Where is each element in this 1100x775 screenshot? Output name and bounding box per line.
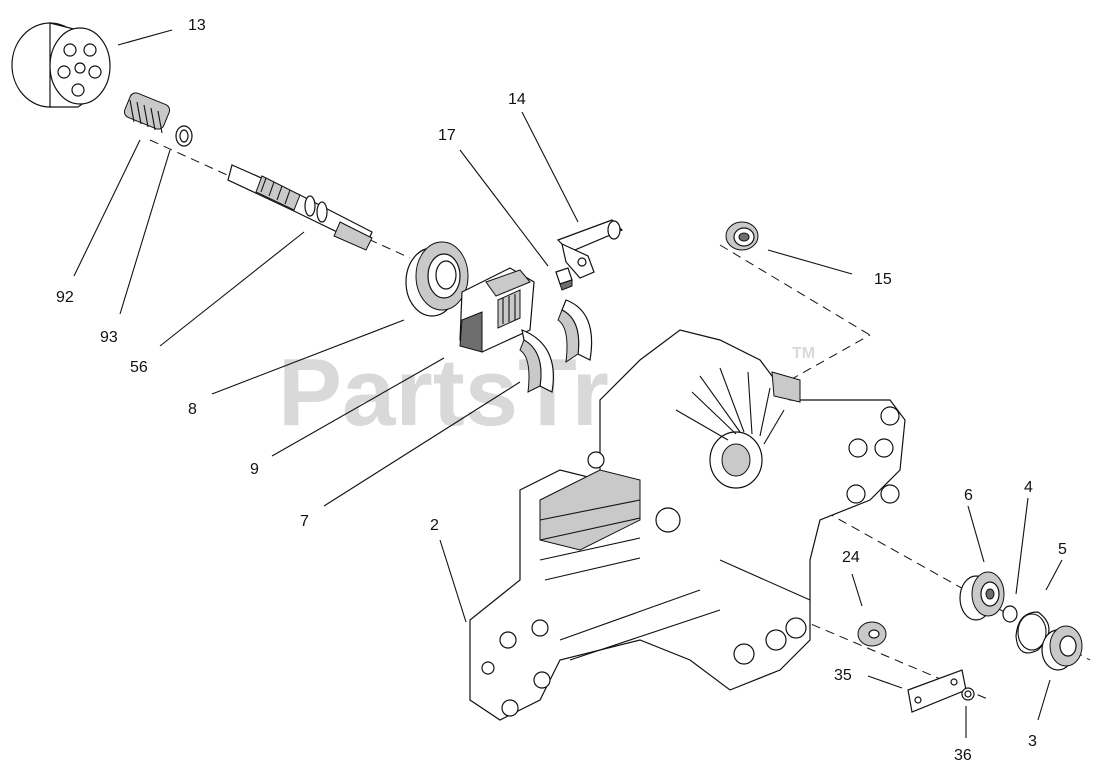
part-7-cradle-bearings[interactable] xyxy=(519,299,593,393)
part-13-cylinder-block[interactable] xyxy=(11,22,111,108)
leader-9 xyxy=(271,357,445,457)
leader-14 xyxy=(521,111,579,223)
leader-56 xyxy=(159,231,305,347)
leader-4 xyxy=(1015,497,1029,595)
leader-3 xyxy=(1037,679,1051,721)
part-17-block[interactable] xyxy=(555,267,573,291)
part-24-washer[interactable] xyxy=(857,621,887,647)
leader-17 xyxy=(459,149,549,267)
part-15-seal[interactable] xyxy=(725,221,759,251)
callout-36: 36 xyxy=(954,747,972,764)
callout-labels: 13 92 93 56 8 9 7 17 14 15 2 24 35 36 6 … xyxy=(56,17,1067,764)
callout-35: 35 xyxy=(834,667,852,684)
part-56-input-shaft[interactable] xyxy=(227,164,373,251)
part-5-retaining-ring[interactable] xyxy=(1015,611,1050,654)
part-93-washer[interactable] xyxy=(175,125,193,147)
callout-14: 14 xyxy=(508,91,526,108)
part-3-cap[interactable] xyxy=(1041,625,1083,671)
part-4-ring[interactable] xyxy=(1002,605,1018,623)
part-36-clip[interactable] xyxy=(961,687,975,701)
callout-13: 13 xyxy=(188,17,206,34)
part-9-swashplate[interactable] xyxy=(459,267,535,353)
callout-5: 5 xyxy=(1058,541,1067,558)
seal-axis xyxy=(719,244,871,336)
callout-7: 7 xyxy=(300,513,309,530)
leader-35 xyxy=(867,675,903,689)
callout-24: 24 xyxy=(842,549,860,566)
leader-15 xyxy=(767,249,853,275)
callout-9: 9 xyxy=(250,461,259,478)
callout-2: 2 xyxy=(430,517,439,534)
callout-17: 17 xyxy=(438,127,456,144)
watermark-trademark: TM xyxy=(792,345,815,362)
leader-2 xyxy=(439,539,467,623)
part-14-trunnion-arm[interactable] xyxy=(556,219,624,279)
leader-92 xyxy=(73,139,141,277)
part-6-bearing[interactable] xyxy=(959,571,1005,621)
leader-13 xyxy=(117,29,173,46)
leader-6 xyxy=(967,505,985,563)
part-35-plate[interactable] xyxy=(907,669,967,713)
part-92-spring[interactable] xyxy=(123,91,172,134)
part-2-housing[interactable] xyxy=(469,329,906,721)
callout-6: 6 xyxy=(964,487,973,504)
callout-93: 93 xyxy=(100,329,118,346)
callout-3: 3 xyxy=(1028,733,1037,750)
callout-4: 4 xyxy=(1024,479,1033,496)
callout-92: 92 xyxy=(56,289,74,306)
leader-93 xyxy=(119,149,171,315)
leader-5 xyxy=(1045,559,1063,591)
leader-lines xyxy=(73,29,1063,738)
leader-24 xyxy=(851,573,863,607)
seal-axis-return xyxy=(789,334,871,381)
callout-15: 15 xyxy=(874,271,892,288)
leader-8 xyxy=(211,319,405,395)
callout-8: 8 xyxy=(188,401,197,418)
leader-7 xyxy=(323,381,521,507)
callout-56: 56 xyxy=(130,359,148,376)
part-8-thrust-bearing[interactable] xyxy=(405,241,469,317)
